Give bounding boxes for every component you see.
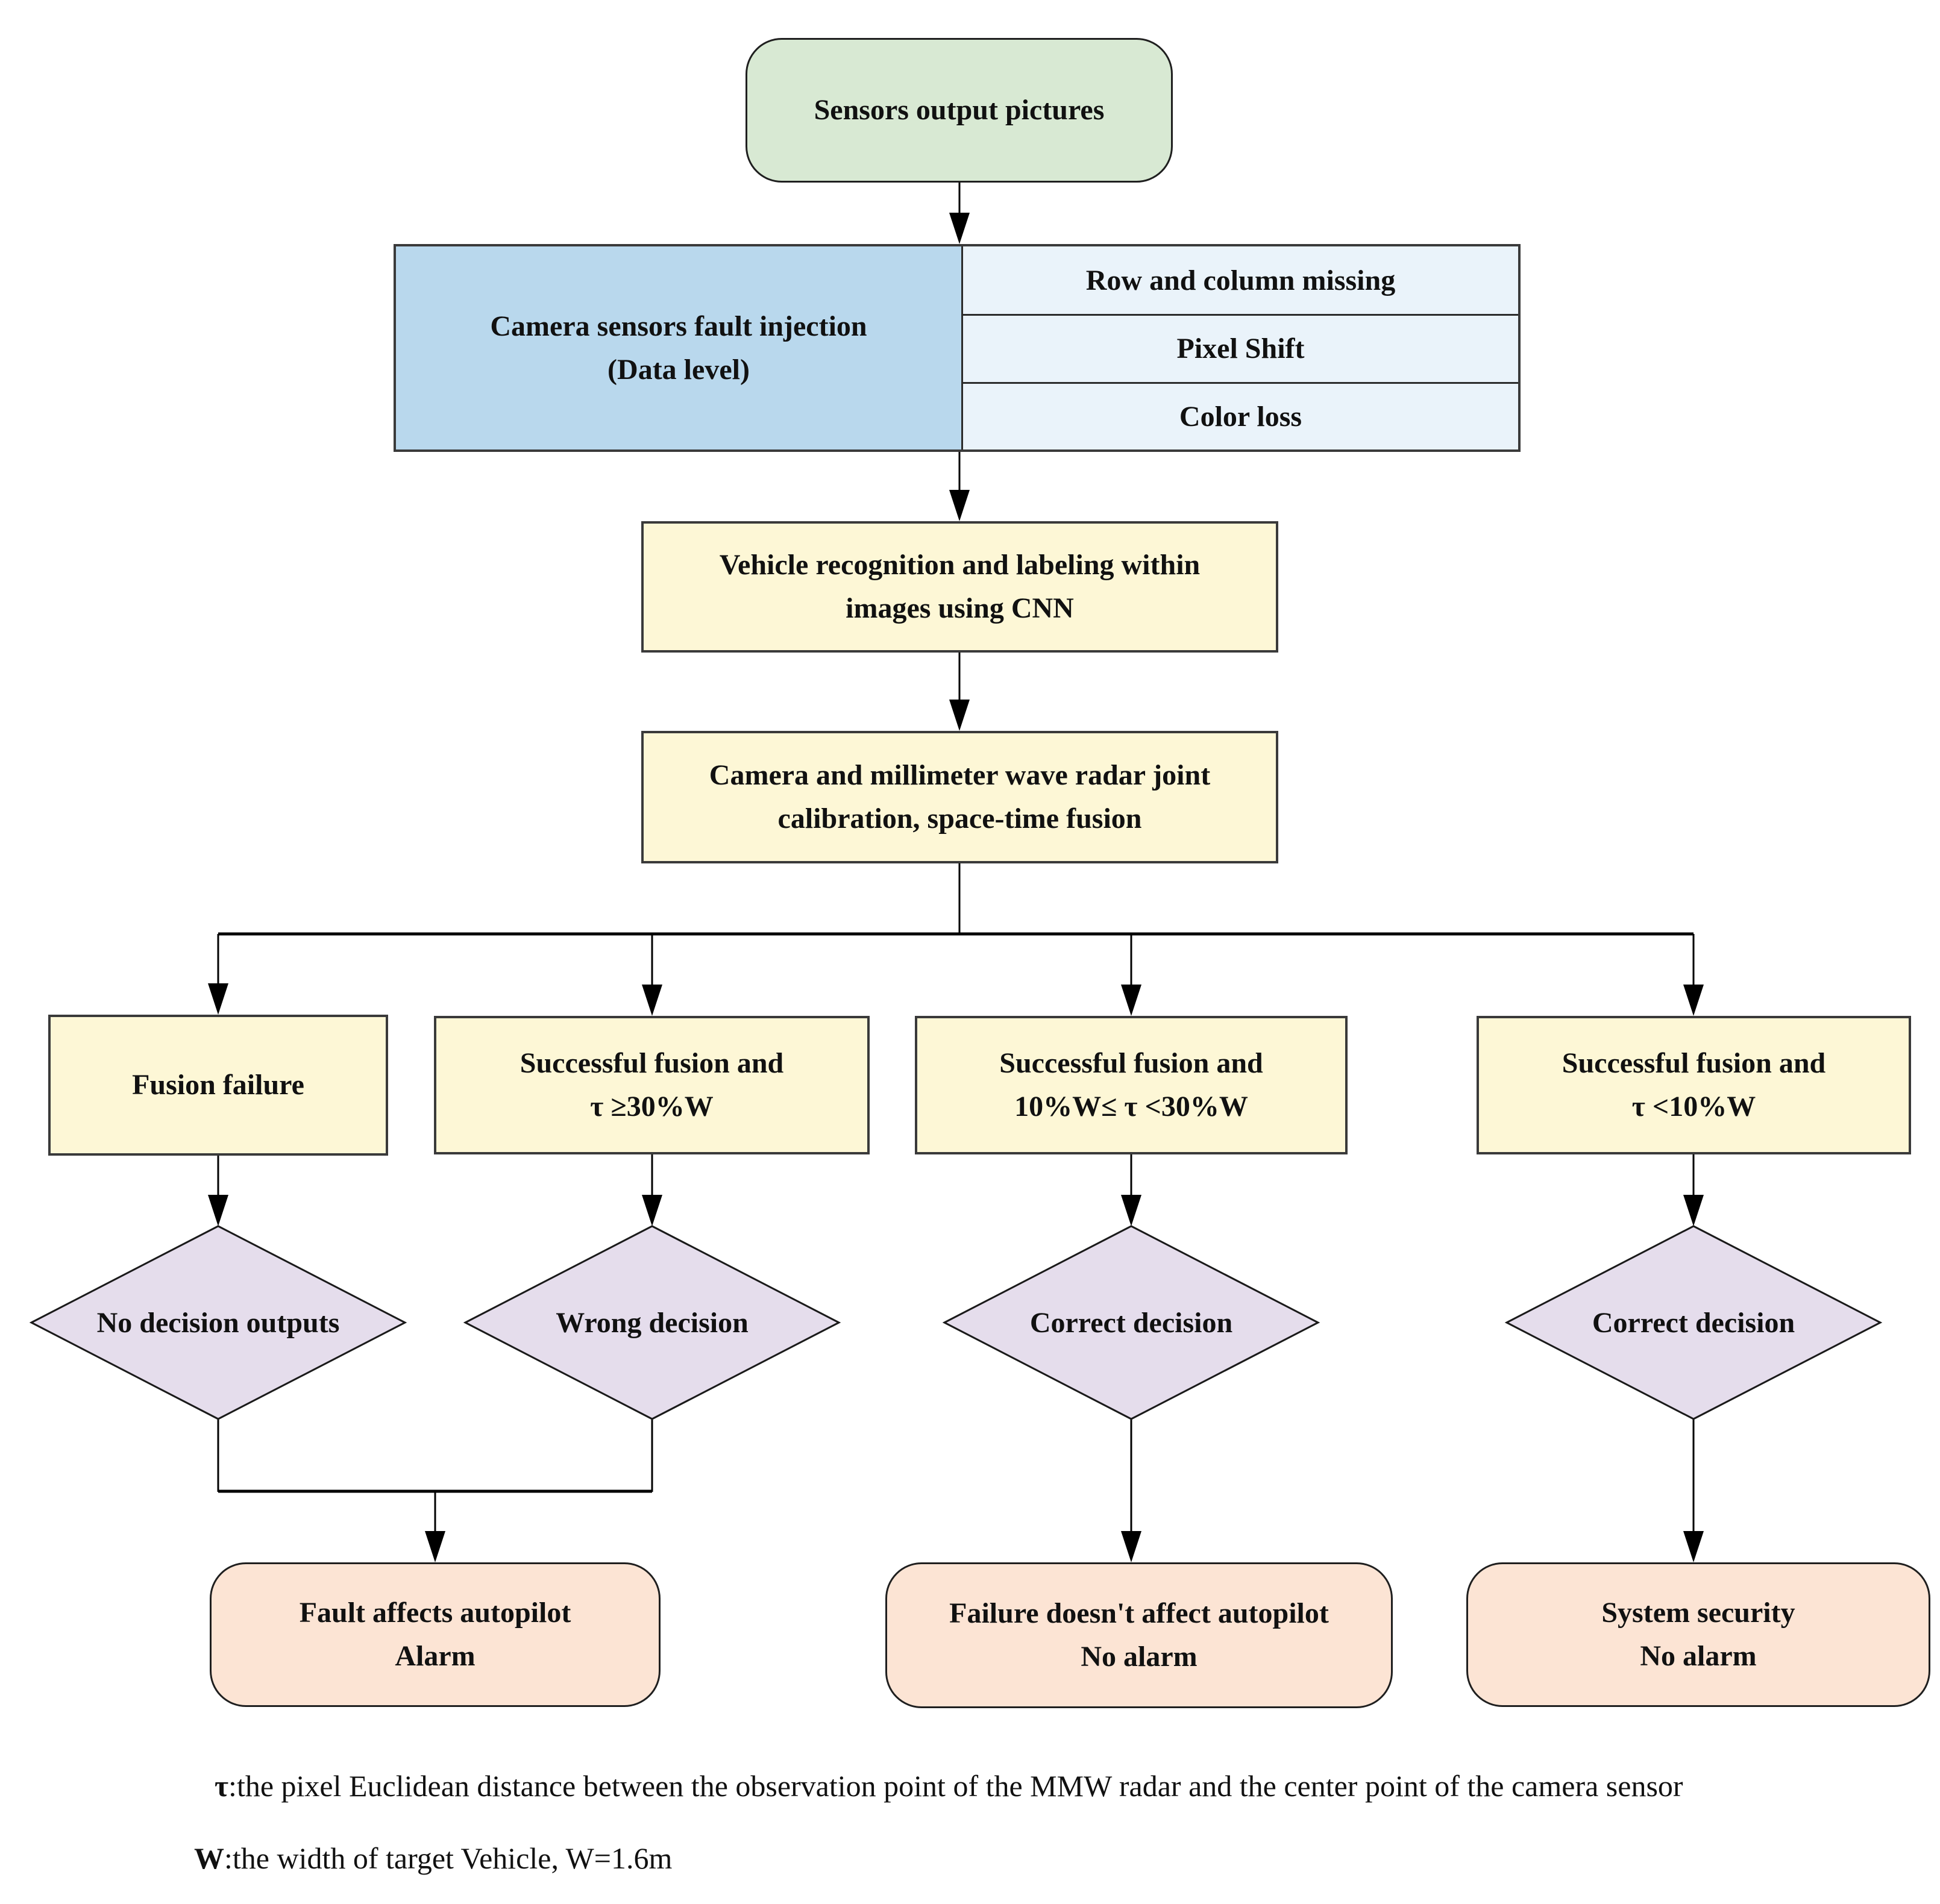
arrowhead	[208, 1195, 228, 1226]
outcome-line2: No alarm	[1081, 1641, 1198, 1673]
cnn-line2: images using CNN	[846, 592, 1074, 624]
footnote-w-symbol: W	[194, 1841, 224, 1875]
outcome-node-system-security: System security No alarm	[1466, 1562, 1930, 1707]
branch-node-tau-10-to-30: Successful fusion and 10%W≤ τ <30%W	[915, 1016, 1348, 1154]
arrowheads	[208, 213, 1704, 1562]
fault-type-label: Color loss	[1179, 400, 1302, 433]
footnote-tau-symbol: τ	[215, 1769, 229, 1803]
branch-line1: Successful fusion and	[520, 1047, 784, 1079]
branch-line2: τ <10%W	[1631, 1091, 1756, 1123]
footnote-tau-text: :the pixel Euclidean distance between th…	[228, 1769, 1683, 1803]
decision-diamond-4	[1504, 1225, 1883, 1420]
decision-text: No decision outputs	[96, 1306, 340, 1339]
arrowhead	[949, 490, 970, 521]
fault-injection-table: Camera sensors fault injection (Data lev…	[394, 244, 1521, 452]
cnn-line1: Vehicle recognition and labeling within	[719, 549, 1201, 581]
arrowhead	[642, 1195, 662, 1226]
fault-injection-node: Camera sensors fault injection (Data lev…	[396, 246, 963, 449]
arrowhead	[1121, 1531, 1141, 1562]
arrowhead	[1683, 1531, 1704, 1562]
start-node-label: Sensors output pictures	[814, 94, 1105, 126]
fault-injection-line2: (Data level)	[607, 353, 750, 386]
arrowhead	[1121, 985, 1141, 1016]
outcome-line1: Failure doesn't affect autopilot	[949, 1597, 1329, 1629]
decision-label-correct-decision-2: Correct decision	[1507, 1226, 1880, 1419]
decision-text: Correct decision	[1592, 1306, 1795, 1339]
arrowhead	[425, 1531, 445, 1562]
decision-diamond-3	[942, 1225, 1320, 1420]
footnote-w: W:the width of target Vehicle, W=1.6m	[194, 1841, 672, 1876]
outcome-node-no-alarm: Failure doesn't affect autopilot No alar…	[885, 1562, 1393, 1708]
arrowhead	[1683, 985, 1704, 1016]
fault-injection-line1: Camera sensors fault injection	[490, 310, 867, 342]
decision-diamond-2	[463, 1225, 841, 1420]
decision-label-correct-decision-1: Correct decision	[944, 1226, 1318, 1419]
decision-text: Correct decision	[1029, 1306, 1233, 1339]
calibration-process-node: Camera and millimeter wave radar joint c…	[641, 731, 1278, 863]
arrowhead	[949, 213, 970, 244]
branch-line1: Fusion failure	[132, 1069, 304, 1101]
arrowhead	[208, 983, 228, 1015]
start-node: Sensors output pictures	[746, 38, 1173, 183]
branch-line2: 10%W≤ τ <30%W	[1014, 1091, 1248, 1123]
decision-diamond-1	[29, 1225, 407, 1420]
outcome-node-alarm: Fault affects autopilot Alarm	[210, 1562, 661, 1707]
calibration-line2: calibration, space-time fusion	[777, 803, 1142, 835]
arrowhead	[1121, 1195, 1141, 1226]
decision-label-no-decision-outputs: No decision outputs	[31, 1226, 405, 1419]
outcome-line1: System security	[1601, 1597, 1795, 1629]
footnote-tau: τ:the pixel Euclidean distance between t…	[215, 1768, 1683, 1803]
decision-diamonds	[29, 1225, 1883, 1420]
fault-type-label: Row and column missing	[1085, 264, 1396, 296]
footnote-w-text: :the width of target Vehicle, W=1.6m	[224, 1841, 673, 1875]
branch-line1: Successful fusion and	[1562, 1047, 1826, 1079]
connector-lines	[217, 183, 1695, 1533]
fault-type-row-color-loss: Color loss	[963, 381, 1518, 449]
branch-line1: Successful fusion and	[999, 1047, 1263, 1079]
fault-type-row-pixel-shift: Pixel Shift	[963, 314, 1518, 382]
branch-node-tau-lt-10: Successful fusion and τ <10%W	[1477, 1016, 1911, 1154]
cnn-process-node: Vehicle recognition and labeling within …	[641, 521, 1278, 653]
decision-text: Wrong decision	[556, 1306, 749, 1339]
arrowhead	[949, 700, 970, 731]
outcome-line2: Alarm	[395, 1640, 476, 1672]
arrowhead	[642, 985, 662, 1016]
branch-line2: τ ≥30%W	[590, 1091, 714, 1123]
decision-label-wrong-decision: Wrong decision	[465, 1226, 839, 1419]
outcome-line1: Fault affects autopilot	[299, 1597, 571, 1629]
branch-node-fusion-failure: Fusion failure	[48, 1015, 388, 1156]
fault-type-row-missing: Row and column missing	[963, 246, 1518, 315]
outcome-line2: No alarm	[1640, 1640, 1757, 1672]
branch-node-tau-ge-30: Successful fusion and τ ≥30%W	[434, 1016, 870, 1154]
fault-type-label: Pixel Shift	[1176, 333, 1305, 365]
calibration-line1: Camera and millimeter wave radar joint	[709, 759, 1211, 791]
arrowhead	[1683, 1195, 1704, 1226]
